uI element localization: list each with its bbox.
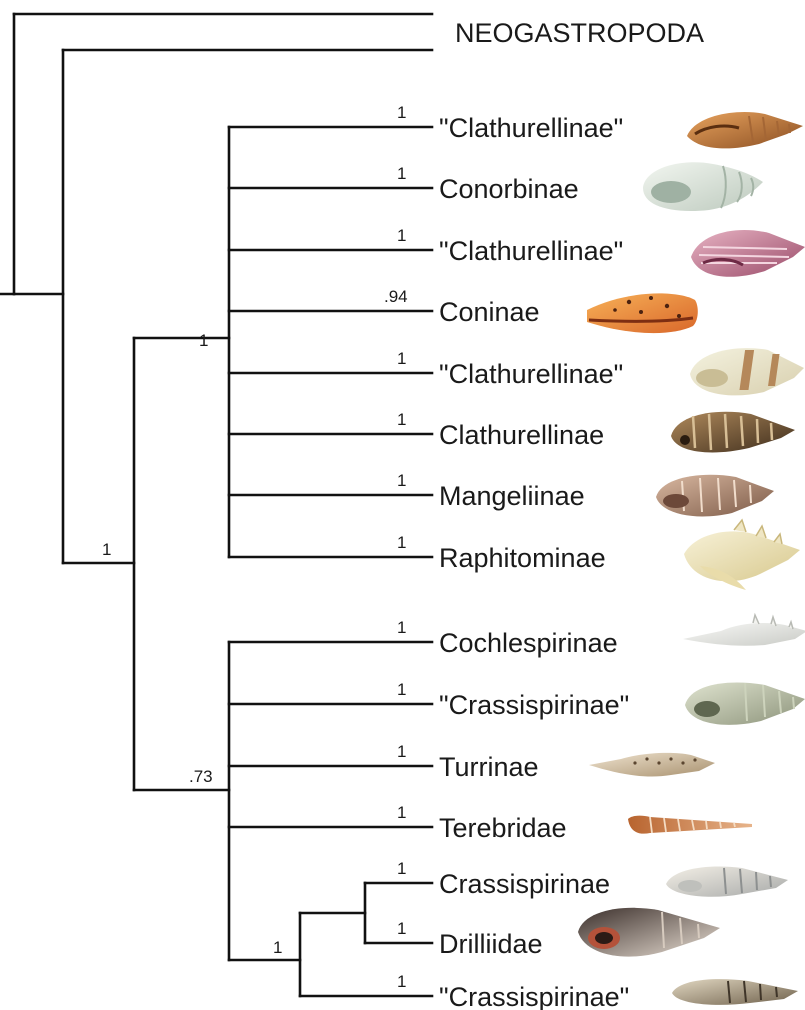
tip-support: 1 <box>397 349 406 368</box>
shell-icon <box>578 908 720 957</box>
node-support-clade-b: .73 <box>189 767 213 786</box>
shell-icon <box>687 112 803 148</box>
taxon-labels: "Clathurellinae" Conorbinae "Clathurelli… <box>439 113 629 1010</box>
taxon-label: "Crassispirinae" <box>439 982 629 1010</box>
taxon-label: Coninae <box>439 297 540 327</box>
taxon-label: Raphitominae <box>439 543 606 573</box>
taxon-label: "Clathurellinae" <box>439 113 623 143</box>
taxon-label: "Clathurellinae" <box>439 236 623 266</box>
shell-icon <box>656 475 774 517</box>
branches <box>0 14 432 996</box>
shell-icon <box>643 162 763 211</box>
taxon-label: Clathurellinae <box>439 420 604 450</box>
tip-support: .94 <box>384 287 408 306</box>
tip-support: 1 <box>397 618 406 637</box>
tip-support: 1 <box>397 803 406 822</box>
shell-icon <box>690 348 804 395</box>
node-support-crassi-drilli: 1 <box>273 938 282 957</box>
shell-icon <box>628 816 752 834</box>
shell-icon <box>666 867 788 897</box>
tip-support-values: 1 1 1 .94 1 1 1 1 1 1 1 1 1 1 1 <box>384 103 408 991</box>
outgroup-label: NEOGASTROPODA <box>455 18 704 48</box>
tip-support: 1 <box>397 103 406 122</box>
shell-icon <box>691 230 805 277</box>
tip-support: 1 <box>397 226 406 245</box>
taxon-label: Mangeliinae <box>439 481 585 511</box>
taxon-label: Turrinae <box>439 752 539 782</box>
shell-icon <box>672 979 798 1005</box>
internal-support-values: 1 1 .73 1 <box>102 331 282 957</box>
tip-support: 1 <box>397 164 406 183</box>
taxon-label: "Clathurellinae" <box>439 359 623 389</box>
taxon-label: Terebridae <box>439 813 567 843</box>
shell-icon <box>685 682 805 724</box>
node-support-conoidea: 1 <box>102 540 111 559</box>
tip-support: 1 <box>397 742 406 761</box>
shell-icon <box>671 412 795 453</box>
shell-icon <box>684 520 800 590</box>
tip-support: 1 <box>397 410 406 429</box>
node-support-clade-a: 1 <box>199 331 208 350</box>
taxon-label: "Crassispirinae" <box>439 690 629 720</box>
shell-icon <box>587 293 698 333</box>
tip-support: 1 <box>397 471 406 490</box>
tip-support: 1 <box>397 919 406 938</box>
tip-support: 1 <box>397 533 406 552</box>
taxon-label: Cochlespirinae <box>439 628 618 658</box>
tip-support: 1 <box>397 972 406 991</box>
tip-support: 1 <box>397 859 406 878</box>
taxon-label: Conorbinae <box>439 174 579 204</box>
taxon-label: Crassispirinae <box>439 869 610 899</box>
tip-support: 1 <box>397 680 406 699</box>
shell-icon <box>589 753 715 777</box>
taxon-label: Drilliidae <box>439 929 543 959</box>
shell-icon <box>683 615 805 646</box>
